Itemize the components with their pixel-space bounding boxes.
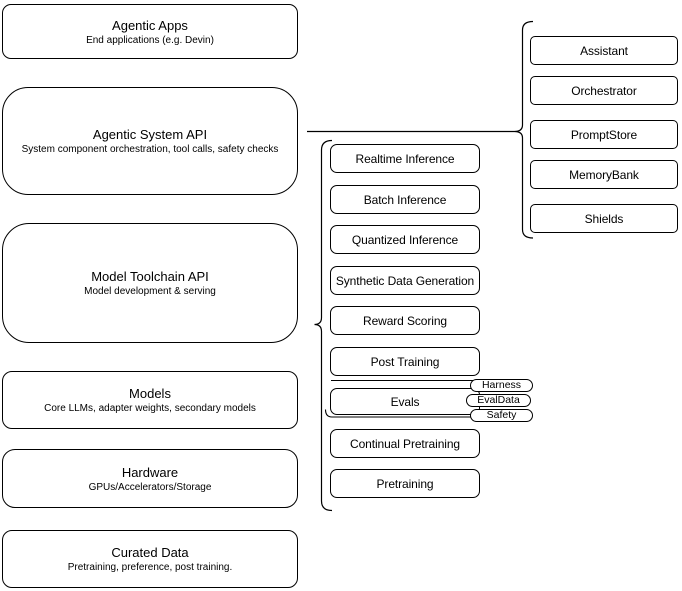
tag-harness: Harness bbox=[470, 379, 533, 392]
node-hardware: Hardware GPUs/Accelerators/Storage bbox=[2, 449, 298, 508]
node-subtitle: Model development & serving bbox=[84, 286, 216, 297]
node-synthetic-data-generation: Synthetic Data Generation bbox=[330, 266, 480, 295]
node-evals: Evals bbox=[330, 388, 480, 415]
tag-evaldata: EvalData bbox=[466, 394, 531, 407]
node-curated-data: Curated Data Pretraining, preference, po… bbox=[2, 530, 298, 588]
node-subtitle: Pretraining, preference, post training. bbox=[67, 562, 233, 573]
node-reward-scoring: Reward Scoring bbox=[330, 306, 480, 335]
node-title: Agentic Apps bbox=[112, 17, 188, 33]
node-continual-pretraining: Continual Pretraining bbox=[330, 429, 480, 458]
node-realtime-inference: Realtime Inference bbox=[330, 144, 480, 173]
node-orchestrator: Orchestrator bbox=[530, 76, 678, 105]
node-pretraining: Pretraining bbox=[330, 469, 480, 498]
node-title: Agentic System API bbox=[92, 127, 208, 142]
node-subtitle: System component orchestration, tool cal… bbox=[21, 144, 279, 155]
node-agentic-system-api: Agentic System API System component orch… bbox=[2, 87, 298, 195]
node-title: Curated Data bbox=[111, 545, 189, 560]
node-agentic-apps: Agentic Apps End applications (e.g. Devi… bbox=[2, 4, 298, 59]
node-shields: Shields bbox=[530, 204, 678, 233]
node-title: Hardware bbox=[121, 464, 179, 480]
node-assistant: Assistant bbox=[530, 36, 678, 65]
node-quantized-inference: Quantized Inference bbox=[330, 225, 480, 254]
node-post-training: Post Training bbox=[330, 347, 480, 376]
tag-safety: Safety bbox=[470, 409, 533, 422]
node-memorybank: MemoryBank bbox=[530, 160, 678, 189]
node-model-toolchain-api: Model Toolchain API Model development & … bbox=[2, 223, 298, 343]
node-promptstore: PromptStore bbox=[530, 120, 678, 149]
node-subtitle: GPUs/Accelerators/Storage bbox=[88, 481, 212, 493]
node-title: Models bbox=[129, 386, 171, 401]
node-subtitle: Core LLMs, adapter weights, secondary mo… bbox=[44, 403, 256, 414]
node-models: Models Core LLMs, adapter weights, secon… bbox=[2, 371, 298, 429]
node-batch-inference: Batch Inference bbox=[330, 185, 480, 214]
node-title: Model Toolchain API bbox=[91, 269, 209, 284]
node-subtitle: End applications (e.g. Devin) bbox=[86, 34, 214, 46]
